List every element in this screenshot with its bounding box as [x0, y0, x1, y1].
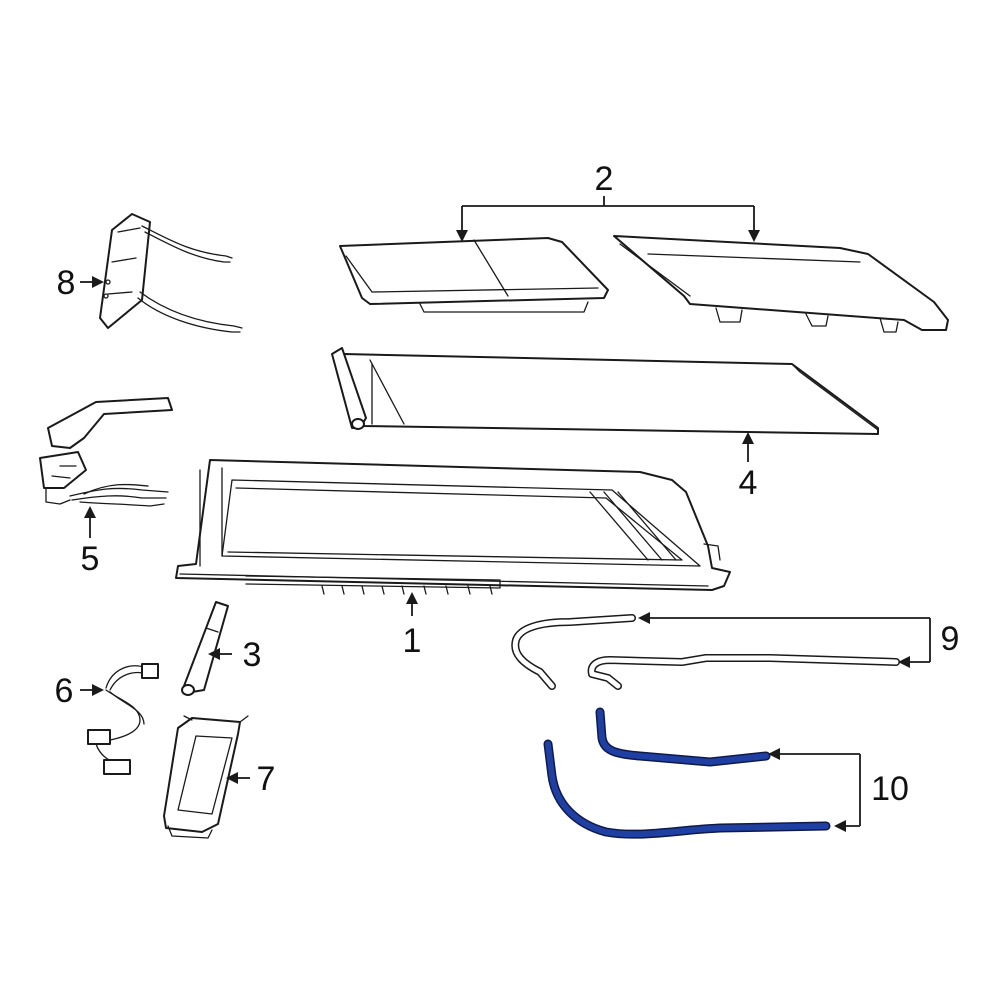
- callout-9: 9: [941, 620, 960, 658]
- part-8-bracket-harness: [99, 213, 243, 333]
- callout-3: 3: [243, 636, 262, 674]
- part-1-sunroof-frame: [175, 459, 731, 595]
- callout-labels: 2 8 4 5 1 3 6 7 9 10: [55, 160, 960, 808]
- part-9-drain-hoses: [511, 614, 900, 690]
- part-7-bracket: [163, 715, 249, 839]
- part-3-drain-tube: [181, 601, 229, 696]
- callout-5: 5: [81, 540, 100, 578]
- part-4-sunshade: [331, 347, 879, 435]
- callout-7: 7: [257, 760, 276, 798]
- callout-6: 6: [55, 672, 74, 710]
- leader-lines: [80, 196, 931, 832]
- callout-2: 2: [595, 160, 614, 198]
- callout-8: 8: [57, 264, 76, 302]
- part-5-motor-harness: [39, 397, 173, 507]
- part-2-glass-panels: [339, 235, 949, 333]
- callout-10: 10: [871, 770, 909, 808]
- part-6-wire-harness: [87, 663, 159, 775]
- part-10-drain-hoses-highlighted: [543, 707, 831, 839]
- callout-1: 1: [403, 622, 422, 660]
- callout-4: 4: [739, 464, 758, 502]
